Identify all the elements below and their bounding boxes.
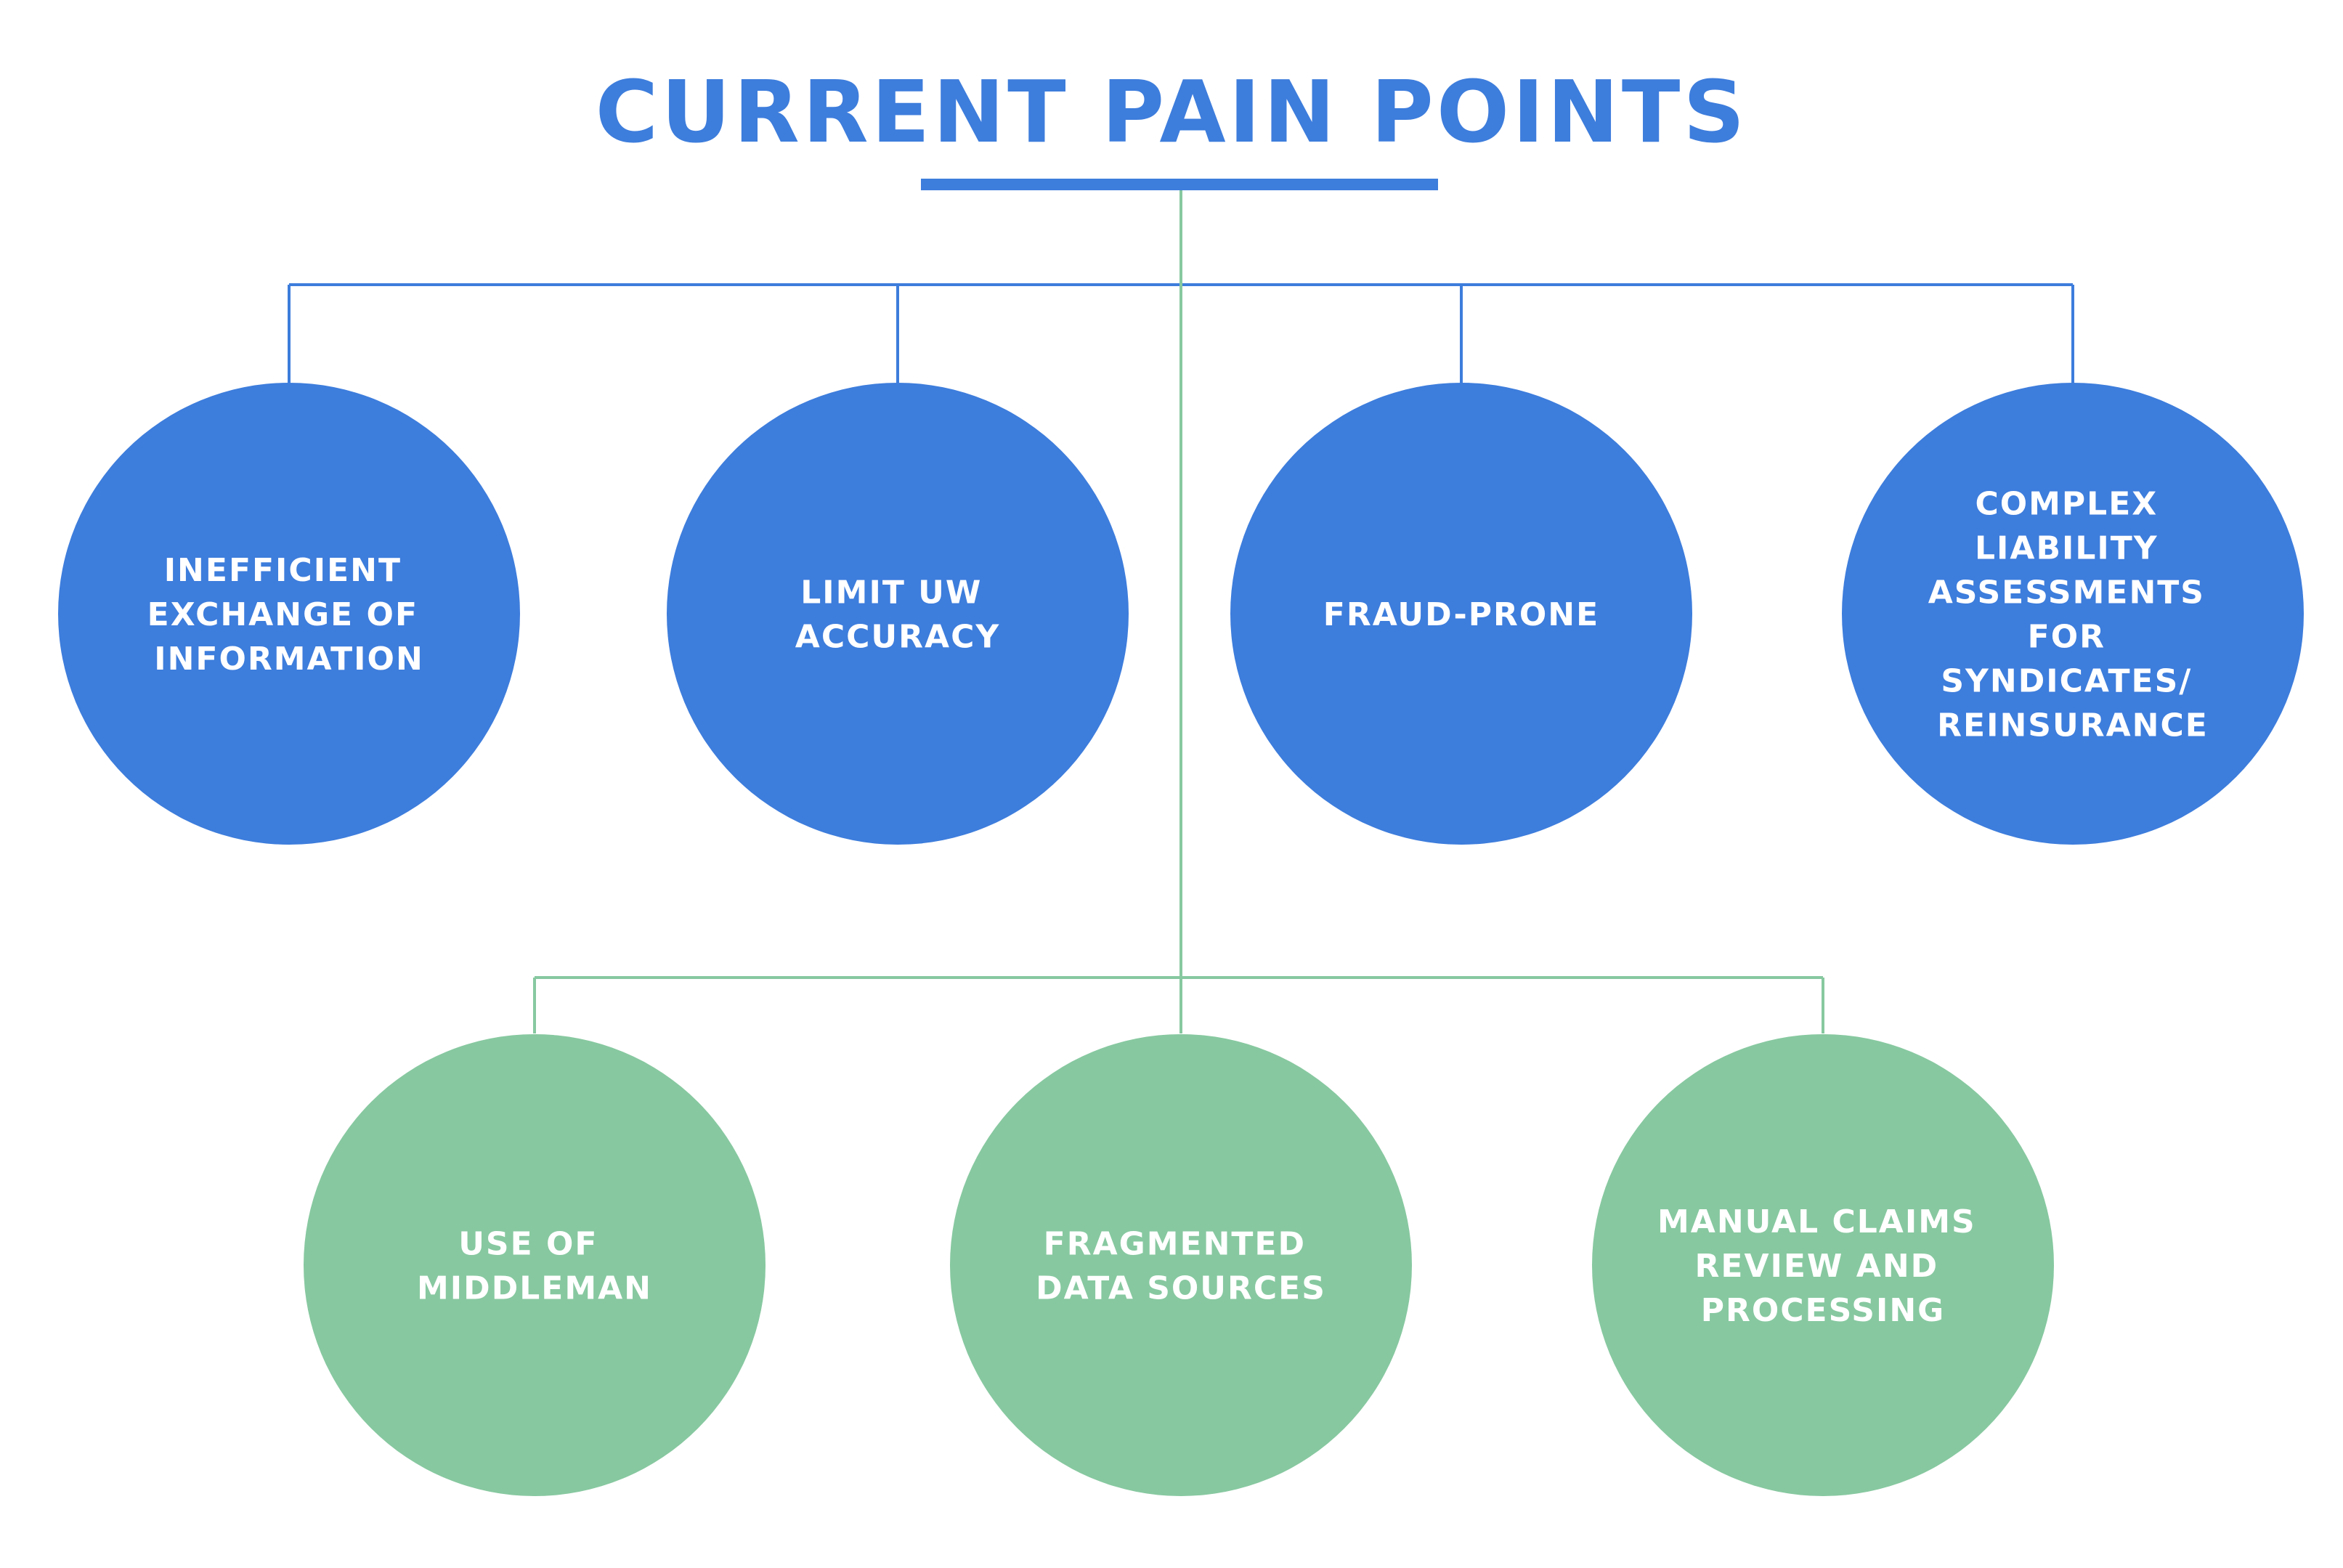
node-circle [667,383,1129,845]
node-label: COMPLEX LIABILITY ASSESSMENTS FOR SYNDIC… [1928,486,2218,744]
node-label: FRAGMENTED DATA SOURCES [1036,1226,1326,1307]
node-label: INEFFICIENT EXCHANGE OF INFORMATION [147,552,431,678]
pain-point-node: LIMIT UW ACCURACY [667,383,1129,845]
node-circle [1842,383,2304,845]
title-underline [921,179,1438,190]
pain-point-node: COMPLEX LIABILITY ASSESSMENTS FOR SYNDIC… [1842,383,2304,845]
pain-point-node: USE OF MIDDLEMAN [304,1034,766,1496]
node-circle [1592,1034,2054,1496]
pain-point-node: INEFFICIENT EXCHANGE OF INFORMATION [58,383,520,845]
pain-point-node: FRAGMENTED DATA SOURCES [950,1034,1412,1496]
node-circle [1230,383,1692,845]
pain-point-node: FRAUD-PRONE [1230,383,1692,845]
node-label: LIMIT UW ACCURACY [795,574,1000,656]
node-circle [950,1034,1412,1496]
node-circle [58,383,520,845]
node-label: MANUAL CLAIMS REVIEW AND PROCESSING [1657,1203,1989,1329]
node-label: FRAUD-PRONE [1323,596,1599,633]
pain-point-node: MANUAL CLAIMS REVIEW AND PROCESSING [1592,1034,2054,1496]
connectors [288,190,2074,1033]
page-title: CURRENT PAIN POINTS [596,62,1748,162]
node-label: USE OF MIDDLEMAN [417,1226,652,1307]
node-circle [304,1034,766,1496]
